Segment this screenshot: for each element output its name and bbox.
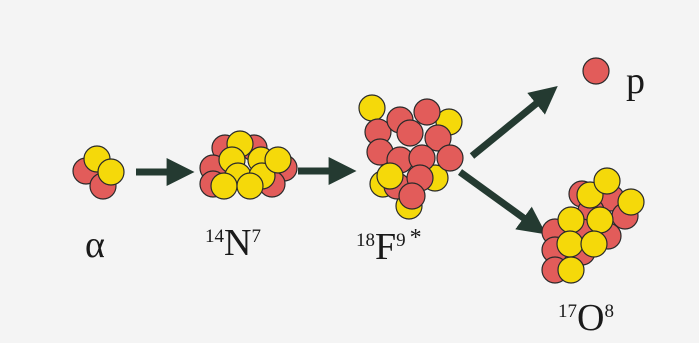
neutron-particle — [376, 162, 404, 190]
label-alpha: α — [85, 224, 105, 266]
neutron-particle — [264, 146, 292, 174]
neutron-particle — [210, 172, 238, 200]
arrow-fluorine-to-oxygen — [457, 169, 547, 235]
label-fluorine-18: 18F9* — [356, 225, 422, 268]
nucleus-oxygen-17 — [541, 167, 645, 284]
neutron-particle — [580, 230, 608, 258]
label-nitrogen-14: 14N7 — [205, 222, 261, 264]
label-proton: p — [626, 60, 645, 102]
nucleus-proton — [582, 57, 610, 85]
neutron-particle — [557, 206, 585, 234]
neutron-particle — [557, 256, 585, 284]
neutron-particle — [358, 94, 386, 122]
neutron-particle — [556, 230, 584, 258]
proton-particle — [436, 144, 464, 172]
proton-particle — [398, 182, 426, 210]
nucleus-fluorine-18 — [358, 94, 464, 220]
proton-particle — [582, 57, 610, 85]
arrow-fluorine-to-proton — [469, 86, 558, 159]
neutron-particle — [617, 188, 645, 216]
proton-particle — [396, 119, 424, 147]
proton-particle — [413, 98, 441, 126]
neutron-particle — [586, 206, 614, 234]
nucleus-nitrogen-14 — [199, 130, 298, 200]
neutron-particle — [97, 158, 125, 186]
proton-particle — [424, 124, 452, 152]
label-oxygen-17: 17O8 — [558, 297, 614, 339]
neutron-particle — [593, 167, 621, 195]
neutron-particle — [236, 172, 264, 200]
nucleus-alpha — [72, 145, 125, 200]
